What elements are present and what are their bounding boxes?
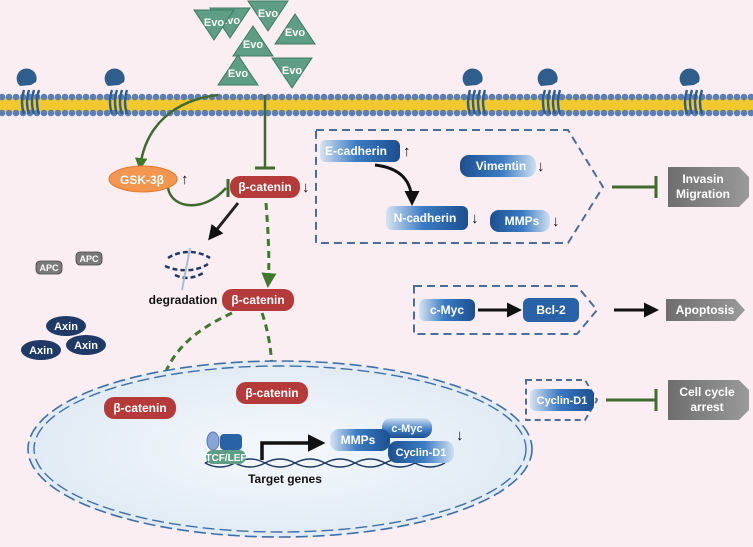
cyclin-d1-node: Cyclin-D1	[530, 389, 594, 411]
receptor-icon	[462, 68, 487, 115]
nucleus-cyclin-d1-label: Cyclin-D1	[396, 447, 447, 459]
receptor-icon	[16, 68, 41, 115]
transcription-arrow	[260, 434, 326, 460]
apc-label: APC	[39, 263, 59, 273]
evo-to-gsk-arrow	[134, 93, 219, 171]
evo-triangle: Evo	[271, 57, 313, 89]
receptor-icon	[537, 68, 562, 115]
evo-triangle: Evo	[232, 25, 274, 57]
apc-label: APC	[79, 254, 99, 264]
axin-label: Axin	[29, 345, 53, 357]
migration-label: Migration	[676, 187, 730, 201]
evo-label: Evo	[243, 39, 263, 51]
e-cadherin-node: E-cadherin	[320, 140, 400, 162]
beta-catenin-node-nucleus-right: β-catenin	[236, 382, 308, 404]
degradation-arrow	[208, 202, 240, 241]
arrest-label: arrest	[690, 400, 723, 414]
apoptosis-box	[666, 299, 745, 321]
receptor-icon	[679, 68, 704, 115]
bcl2-label: Bcl-2	[536, 303, 566, 317]
evo-label: Evo	[204, 17, 224, 29]
apc-node: APC	[35, 260, 63, 275]
beta-catenin-node-nucleus-left: β-catenin	[104, 397, 176, 419]
axin-label: Axin	[74, 340, 98, 352]
gsk3b-trend: ↑	[181, 171, 189, 188]
receptor-icon	[104, 68, 129, 115]
n-cadherin-node: N-cadherin	[386, 206, 468, 230]
evo-triangle: Evo	[274, 13, 316, 45]
vimentin-node: Vimentin	[460, 155, 536, 177]
beta-catenin-node-top: β-catenin	[230, 176, 300, 198]
stabilize-arrow	[261, 202, 277, 288]
nucleus-cyclin-d1-node: Cyclin-D1	[388, 441, 454, 463]
cell-cycle-arrest-box	[668, 380, 749, 420]
evo-triangle: Evo	[193, 9, 235, 41]
tcf-lef-complex: TCF/LEF	[205, 431, 247, 464]
apc-node: APC	[75, 251, 103, 266]
evo-label: Evo	[282, 65, 302, 77]
vimentin-label: Vimentin	[476, 159, 526, 173]
target-genes-label: Target genes	[248, 472, 322, 486]
n-cadherin-trend: ↓	[471, 210, 479, 227]
degradation-label: degradation	[149, 293, 218, 307]
emt-box	[315, 129, 605, 244]
gsk3b-node: GSK-3β	[108, 165, 178, 193]
beta-catenin-label: β-catenin	[238, 180, 291, 194]
nucleus-mmps-label: MMPs	[341, 433, 376, 447]
axin-node: Axin	[66, 335, 106, 355]
mmps-label: MMPs	[505, 214, 540, 228]
axin-label: Axin	[54, 321, 78, 333]
beta-catenin-label: β-catenin	[113, 401, 166, 415]
vimentin-trend: ↓	[537, 158, 545, 175]
degradation-fragments-icon	[164, 247, 211, 291]
beta-catenin-label: β-catenin	[231, 293, 284, 307]
gsk3b-label: GSK-3β	[120, 173, 164, 187]
e-cadherin-label: E-cadherin	[325, 144, 387, 158]
nuclear-arrow-right	[260, 312, 280, 378]
evo-label: Evo	[258, 8, 278, 20]
bcl2-node: Bcl-2	[523, 298, 579, 322]
tcf-lef-label: TCF/LEF	[205, 453, 246, 464]
cyclin-d1-label: Cyclin-D1	[537, 395, 588, 407]
invasion-migration-box	[668, 167, 749, 207]
beta-catenin-trend: ↓	[302, 179, 310, 196]
cell-cycle-label: Cell cycle	[679, 385, 735, 399]
nucleus-cmyc-node: c-Myc	[382, 418, 432, 438]
cell-membrane	[0, 68, 753, 117]
n-cadherin-label: N-cadherin	[394, 211, 457, 225]
nucleus-targets-trend: ↓	[456, 427, 464, 444]
beta-catenin-node-mid: β-catenin	[222, 289, 294, 311]
gsk-inhibit-line	[166, 187, 227, 207]
apoptosis-label: Apoptosis	[676, 303, 735, 317]
axin-node: Axin	[21, 340, 61, 360]
apoptosis-pathway-box	[413, 285, 599, 335]
invasion-label: Invasin	[682, 172, 723, 186]
axin-node: Axin	[46, 316, 86, 336]
e-cadherin-trend: ↑	[403, 143, 411, 160]
e-to-n-cadherin-arrow	[374, 163, 420, 206]
evo-triangle: Evo	[247, 0, 289, 32]
evo-label: Evo	[228, 68, 248, 80]
evo-label: Evo	[285, 27, 305, 39]
nucleus-mmps-node: MMPs	[330, 429, 390, 451]
evo-triangle: Evo	[217, 54, 259, 86]
cmyc-node: c-Myc	[419, 299, 475, 321]
cmyc-label: c-Myc	[430, 303, 464, 317]
mmps-trend: ↓	[552, 213, 560, 230]
mmps-node: MMPs	[490, 210, 550, 232]
beta-catenin-label: β-catenin	[245, 386, 298, 400]
nucleus-cmyc-label: c-Myc	[391, 423, 422, 435]
